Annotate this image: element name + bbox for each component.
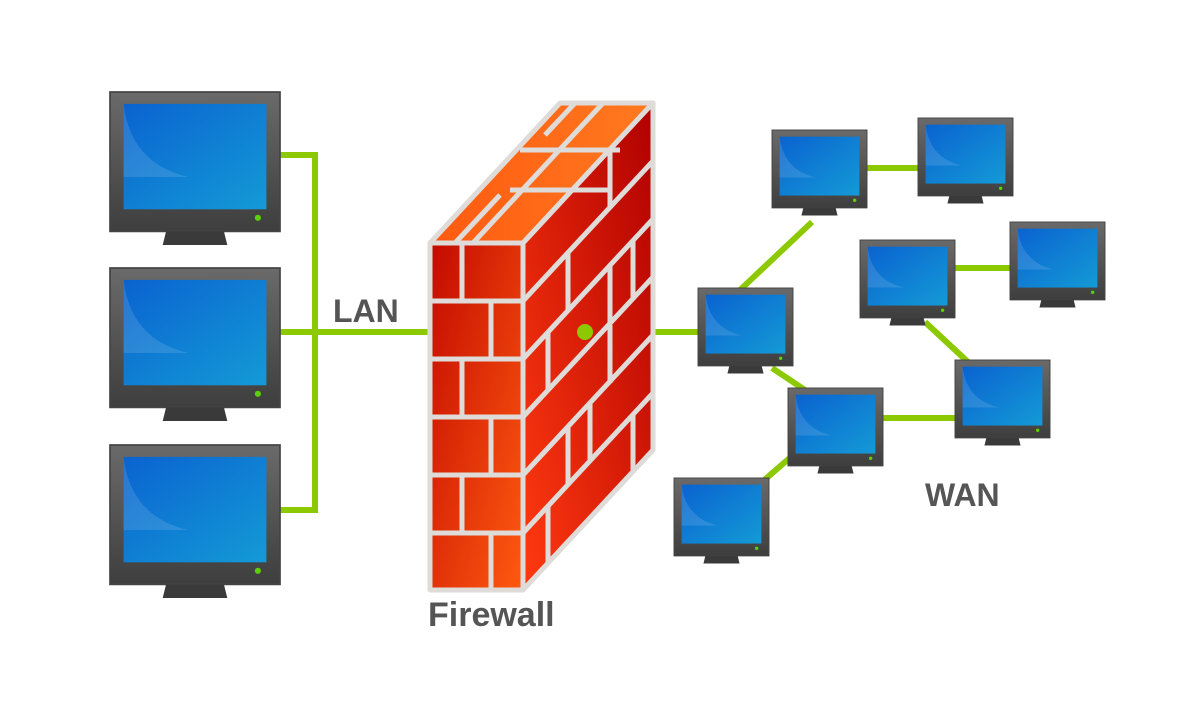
- lan-computers: [109, 91, 281, 599]
- link-c-f: [922, 319, 971, 365]
- wan-pc-a[interactable]: [771, 129, 868, 216]
- wan-computers: [673, 117, 1106, 564]
- firewall-label: Firewall: [428, 596, 555, 634]
- wan-pc-d[interactable]: [1009, 221, 1106, 308]
- wan-pc-b[interactable]: [917, 117, 1014, 204]
- firewall-port-dot: [577, 324, 593, 340]
- wan-pc-f[interactable]: [954, 359, 1051, 446]
- firewall-wall[interactable]: [427, 100, 656, 593]
- wan-pc-g[interactable]: [787, 387, 884, 474]
- wan-pc-h[interactable]: [673, 477, 770, 564]
- lan-pc-3[interactable]: [109, 444, 281, 599]
- wan-pc-e[interactable]: [697, 287, 794, 374]
- wan-label: WAN: [925, 477, 1000, 513]
- lan-pc-1[interactable]: [109, 91, 281, 246]
- lan-label: LAN: [333, 293, 399, 329]
- lan-pc-2[interactable]: [109, 267, 281, 422]
- link-e-a: [737, 219, 815, 293]
- wan-pc-c[interactable]: [859, 239, 956, 326]
